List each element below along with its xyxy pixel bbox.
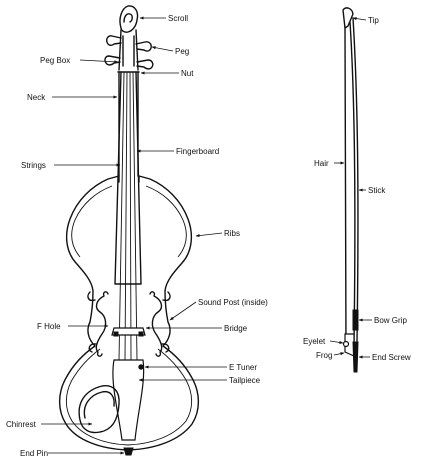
bow-grip [352,309,359,331]
label-chinrest: Chinrest [6,420,37,429]
bow-eyelet [342,340,350,348]
peg-lower-right [136,59,154,70]
label-nut: Nut [181,69,194,78]
label-e-tuner: E Tuner [229,363,257,372]
bow-drawing [342,7,359,373]
bridge [111,327,146,336]
label-frog: Frog [316,351,332,360]
label-bow-grip: Bow Grip [374,316,407,325]
bow-end-screw [352,341,359,373]
bow-hair [344,27,347,351]
strings [118,71,138,361]
label-stick: Stick [368,186,386,195]
violin-purfling [65,185,193,446]
peg-upper-right [135,41,152,52]
bow-tip [342,7,354,29]
tailpiece [112,359,145,441]
c-bout-left [87,291,97,353]
label-tailpiece: Tailpiece [229,376,261,385]
peg-lower-left [104,55,121,66]
label-neck: Neck [27,93,46,102]
violin-drawing [58,5,200,456]
end-pin [123,447,134,456]
label-eyelet: Eyelet [303,337,326,346]
label-bridge: Bridge [224,324,248,333]
chinrest [78,385,120,434]
scroll [119,5,139,33]
label-sound-post: Sound Post (inside) [198,298,268,307]
label-peg-box: Peg Box [40,56,70,65]
label-end-pin: End Pin [20,449,48,458]
f-hole-right [149,291,163,357]
label-hair: Hair [314,159,329,168]
c-bout-right [161,291,171,353]
label-tip: Tip [368,16,379,25]
e-tuner [138,364,144,370]
neck [118,71,139,177]
label-end-screw: End Screw [372,353,411,362]
bridge-feet [113,331,144,337]
violin-body [58,175,200,451]
label-scroll: Scroll [168,14,188,23]
fingerboard [114,71,142,285]
f-hole-left [95,291,109,357]
label-fingerboard: Fingerboard [176,147,219,156]
label-f-hole: F Hole [37,322,61,331]
peg-upper-left [106,35,122,46]
peg-box [118,29,139,71]
label-ribs: Ribs [224,229,240,238]
label-peg: Peg [175,47,189,56]
bow-stick [349,17,359,343]
leader-lines [41,16,372,455]
labels: Scroll Peg Peg Box Nut Neck Fingerboard … [6,14,411,458]
label-strings: Strings [21,161,46,170]
